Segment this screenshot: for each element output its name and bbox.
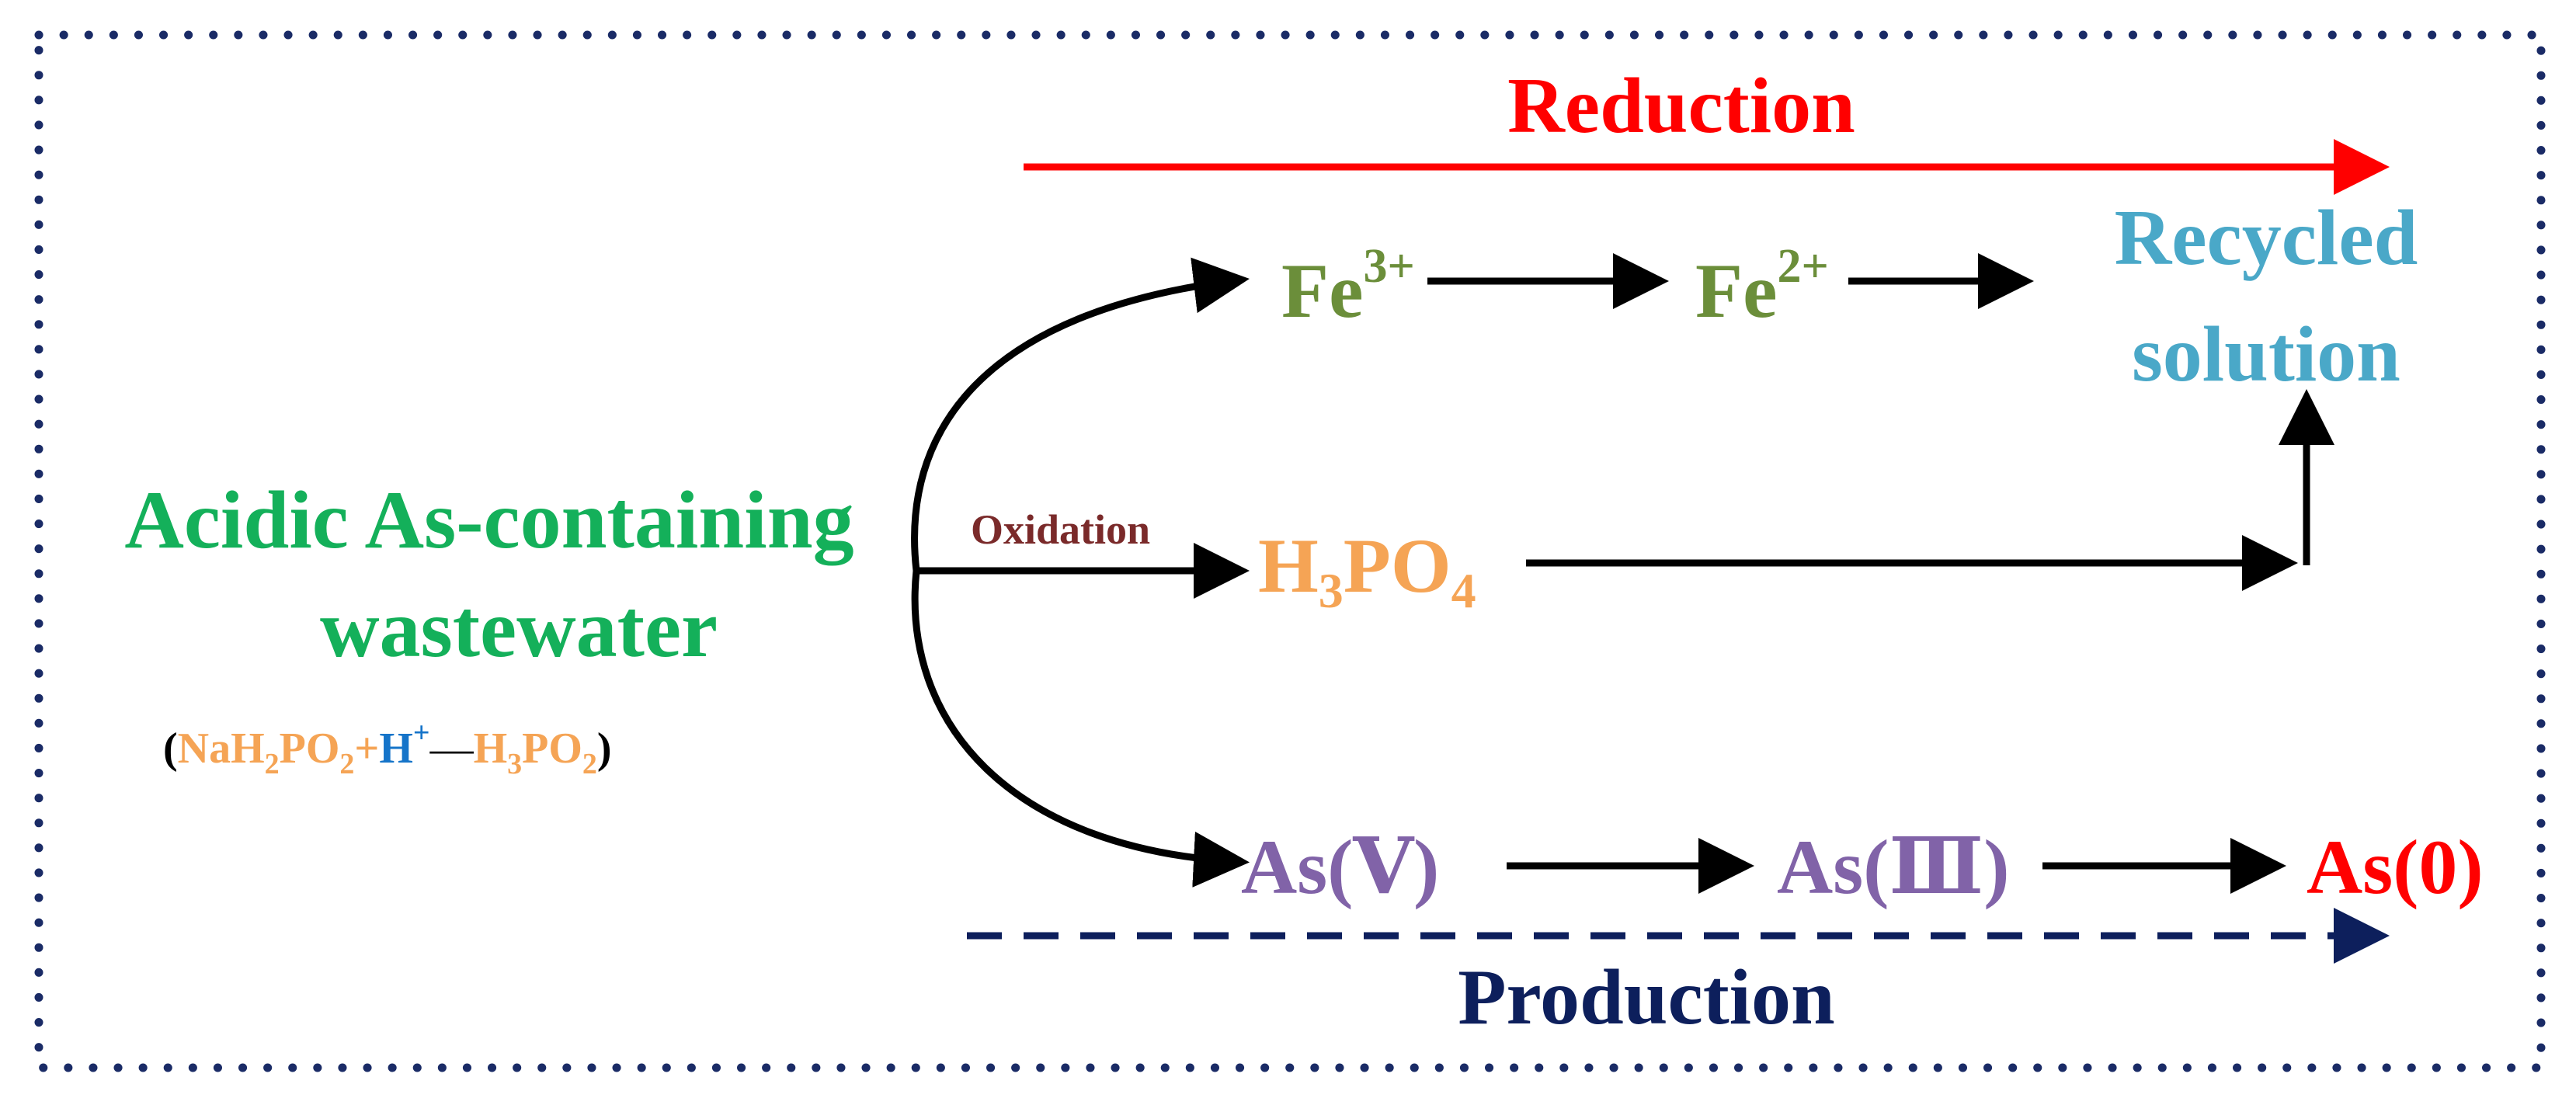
production-label: Production	[1458, 954, 1835, 1041]
fe3-base: Fe	[1281, 248, 1363, 334]
fe3-charge: 3+	[1363, 240, 1414, 293]
arrow-curve-to-fe3	[911, 257, 1250, 572]
as3-label: As(Ⅲ)	[1777, 824, 2010, 910]
oxidation-label: Oxidation	[971, 506, 1150, 553]
recycled-label-line1: Recycled	[2115, 194, 2418, 282]
eq-nah2po2-a: NaH	[178, 724, 265, 773]
eq-plus: +	[354, 724, 379, 773]
eq-h3po2-a: H	[474, 724, 508, 773]
h3po4-s1: 3	[1319, 563, 1344, 618]
fe2-charge: 2+	[1777, 240, 1828, 293]
eq-nah2po2-s2: 2	[339, 748, 354, 780]
h3po4-label: H3PO4	[1258, 523, 1476, 618]
as0-label: As(0)	[2307, 824, 2484, 910]
fe3-label: Fe3+	[1281, 240, 1415, 334]
eq-dash: —	[429, 724, 475, 773]
eq-close: )	[597, 724, 612, 773]
source-label-line1: Acidic As-containing	[124, 474, 853, 565]
dotted-border	[34, 30, 2546, 1072]
h3po4-p1: H	[1258, 523, 1319, 609]
fe2-base: Fe	[1695, 248, 1777, 334]
fe2-label: Fe2+	[1695, 240, 1829, 334]
reduction-label: Reduction	[1507, 62, 1855, 150]
h3po4-p2: PO	[1344, 523, 1451, 609]
reaction-equation: (NaH2PO2+H+—H3PO2)	[163, 717, 612, 780]
arrow-curve-to-as5	[911, 570, 1250, 888]
recycled-label-line2: solution	[2132, 311, 2400, 398]
eq-h-sup: +	[413, 717, 430, 749]
eq-nah2po2-b: PO	[280, 724, 340, 773]
eq-h3po2-b: PO	[522, 724, 582, 773]
source-label-line2: wastewater	[320, 583, 718, 674]
h3po4-s2: 4	[1451, 563, 1476, 618]
eq-h: H	[379, 724, 413, 773]
as5-label: As(Ⅴ)	[1241, 824, 1439, 910]
eq-nah2po2-s1: 2	[265, 748, 280, 780]
eq-h3po2-s2: 2	[582, 748, 597, 780]
eq-open: (	[163, 724, 178, 773]
eq-h3po2-s1: 3	[507, 748, 522, 780]
